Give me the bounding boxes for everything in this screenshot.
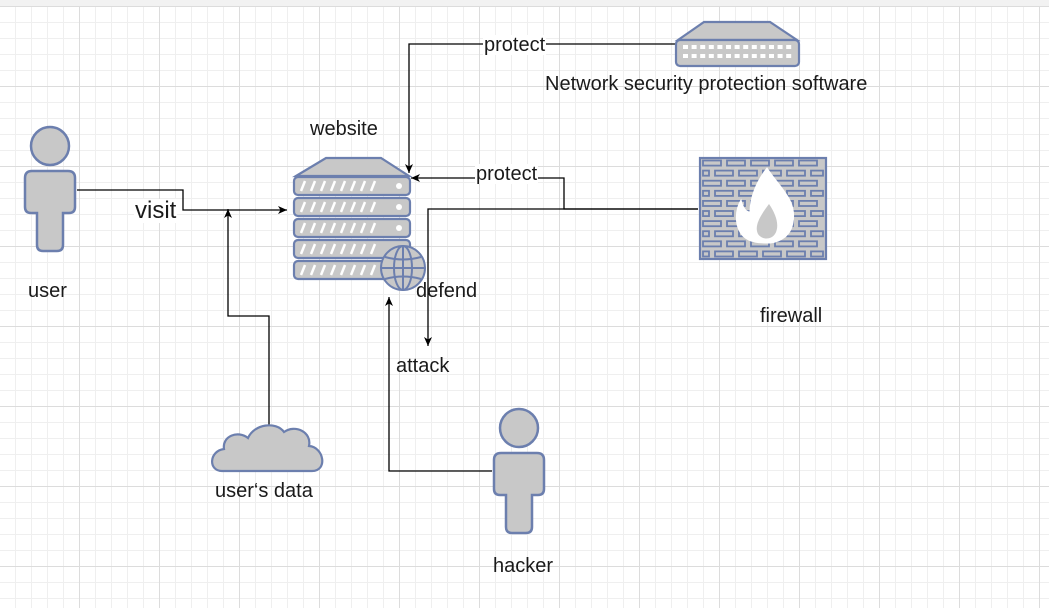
website-label: website [310,118,378,140]
defend-label: defend [416,280,478,302]
edge-firewall-protect-website[interactable] [411,174,698,210]
edge-nsps-protect-website[interactable] [405,43,676,173]
person-icon[interactable] [23,125,77,253]
nsps-label: Network security protection software [545,73,868,95]
firewall-label: firewall [760,305,823,327]
edge-hacker-attack-website[interactable] [385,297,492,472]
edge-user-visit-website[interactable] [77,189,287,214]
cloud-icon[interactable] [211,424,324,473]
person-icon[interactable] [492,407,546,535]
network-switch-icon[interactable] [674,20,801,68]
protect-top-edge-label: protect [483,34,547,56]
attack-label: attack [396,355,450,377]
user-label: user [28,280,67,302]
server-rack-globe-icon[interactable] [292,156,426,291]
brick-wall-flame-icon[interactable] [698,156,828,261]
edge-data-to-website[interactable] [224,209,270,427]
edge-firewall-defend-attack[interactable] [424,208,698,346]
hacker-label: hacker [493,555,554,577]
protect-mid-edge-label: protect [475,163,539,185]
visit-edge-label: visit [134,197,178,224]
canvas-top-bar [0,0,1049,6]
users-data-label: user‘s data [215,480,313,502]
